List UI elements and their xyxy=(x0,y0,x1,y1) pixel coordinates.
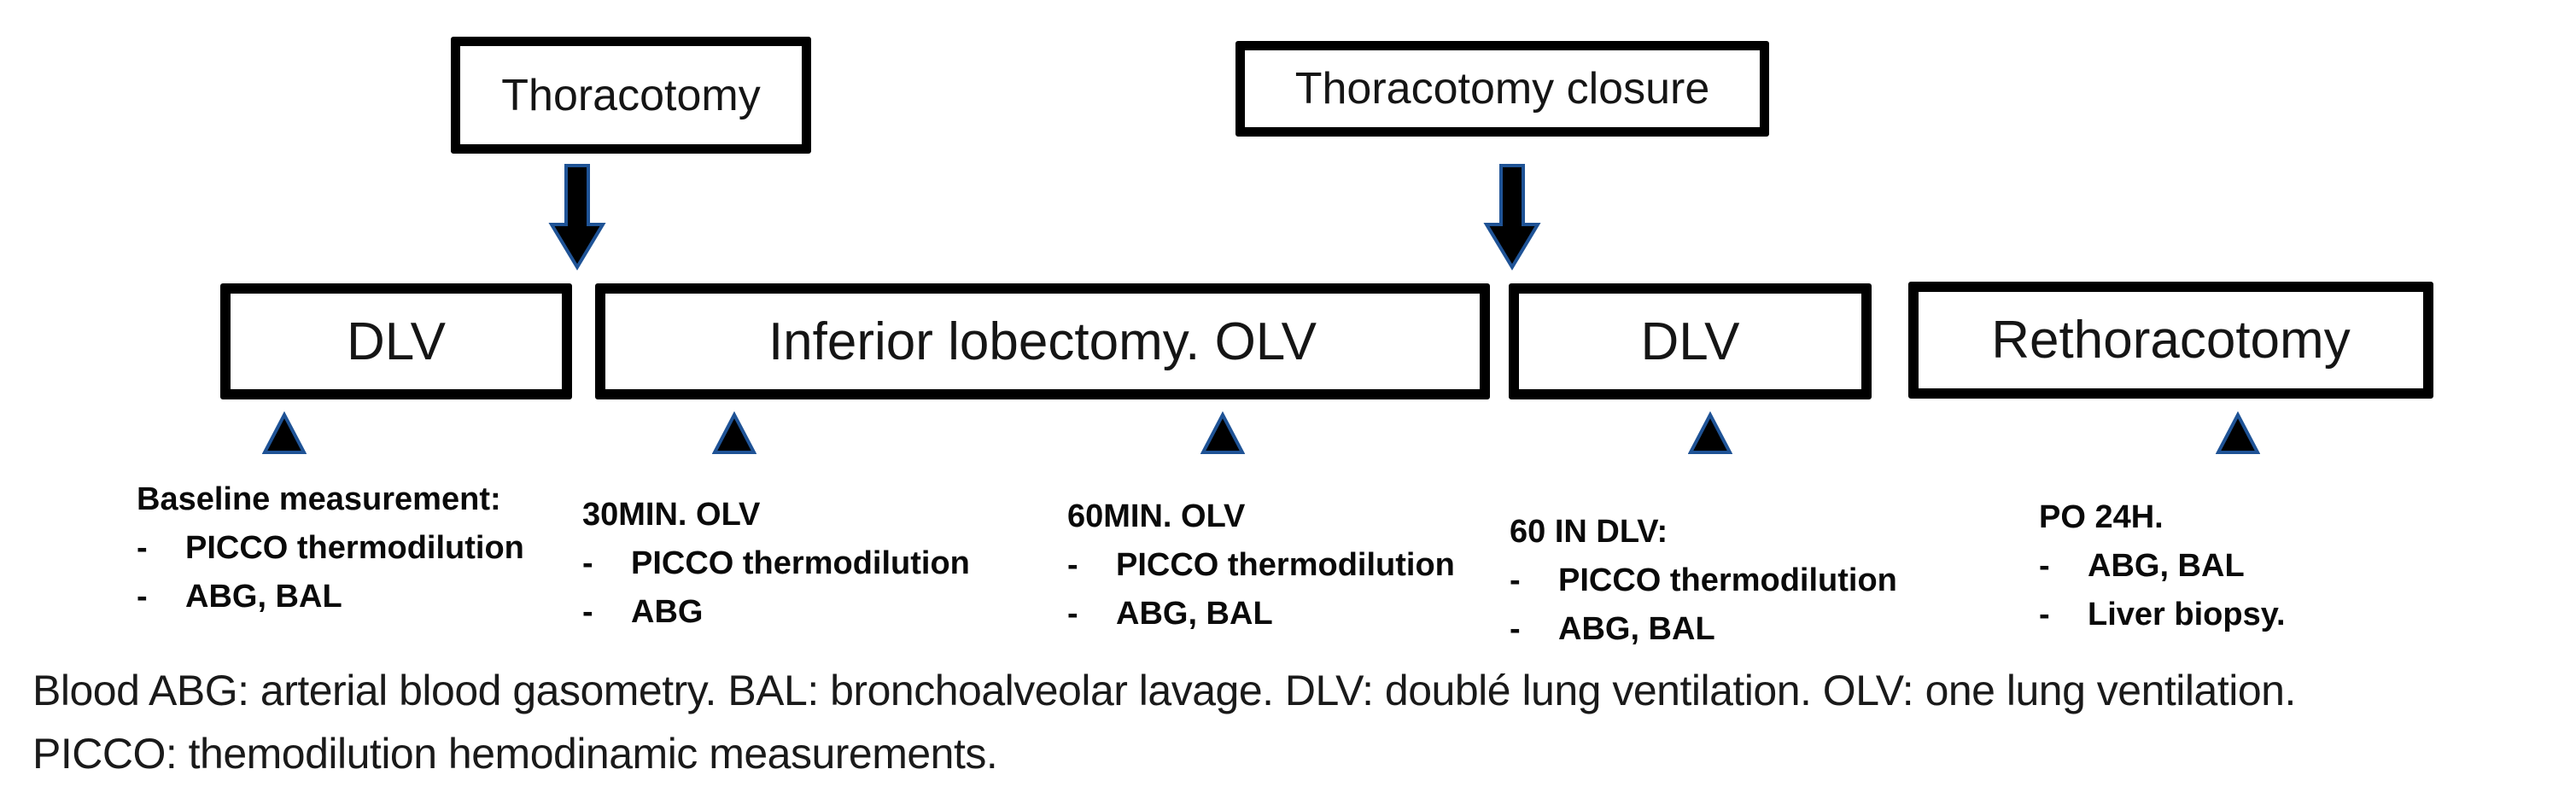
bullet-dash: - xyxy=(2039,597,2050,632)
note-item-text: Liver biopsy. xyxy=(2088,597,2286,632)
note-item-text: PICCO thermodilution xyxy=(1116,547,1455,583)
bullet-dash: - xyxy=(1067,596,1078,632)
note-item: - PICCO thermodilution xyxy=(137,524,524,573)
note-60min-olv: 60MIN. OLV - PICCO thermodilution - ABG,… xyxy=(1067,492,1455,638)
note-item: - Liver biopsy. xyxy=(2039,591,2286,639)
note-item-text: ABG, BAL xyxy=(2088,548,2245,584)
inferior-lobectomy-label: Inferior lobectomy. OLV xyxy=(768,312,1317,371)
note-item: - ABG, BAL xyxy=(1510,605,1897,654)
note-item-text: PICCO thermodilution xyxy=(1558,562,1897,598)
note-item: - PICCO thermodilution xyxy=(1067,541,1455,590)
pointer-triangle-icon xyxy=(262,411,307,454)
caption-line-1: Blood ABG: arterial blood gasometry. BAL… xyxy=(32,667,2296,714)
thoracotomy-closure-box: Thoracotomy closure xyxy=(1235,41,1769,137)
note-heading: PO 24H. xyxy=(2039,499,2164,535)
rethoracotomy-label: Rethoracotomy xyxy=(1991,311,2351,370)
note-60-in-dlv: 60 IN DLV: - PICCO thermodilution - ABG,… xyxy=(1510,508,1897,654)
inferior-lobectomy-box: Inferior lobectomy. OLV xyxy=(595,283,1490,399)
bullet-dash: - xyxy=(137,579,148,615)
note-item: - PICCO thermodilution xyxy=(1510,557,1897,605)
note-item: - PICCO thermodilution xyxy=(582,539,970,588)
bullet-dash: - xyxy=(1510,611,1521,647)
bullet-dash: - xyxy=(1067,547,1078,583)
bullet-dash: - xyxy=(582,545,593,581)
note-item: - ABG, BAL xyxy=(2039,542,2286,591)
pointer-triangle-icon xyxy=(712,411,756,454)
note-item-text: ABG xyxy=(631,594,704,630)
thoracotomy-box: Thoracotomy xyxy=(451,37,811,154)
bullet-dash: - xyxy=(137,530,148,566)
rethoracotomy-box: Rethoracotomy xyxy=(1908,282,2433,399)
dlv-second-label: DLV xyxy=(1640,312,1740,371)
bullet-dash: - xyxy=(1510,562,1521,598)
note-heading: Baseline measurement: xyxy=(137,481,501,517)
down-arrow-icon xyxy=(548,164,606,271)
note-30min-olv: 30MIN. OLV - PICCO thermodilution - ABG xyxy=(582,491,970,637)
note-item-text: ABG, BAL xyxy=(1116,596,1273,632)
bullet-dash: - xyxy=(582,594,593,630)
abbreviation-caption: Blood ABG: arterial blood gasometry. BAL… xyxy=(32,659,2296,785)
note-item-text: ABG, BAL xyxy=(185,579,342,615)
note-item: - ABG, BAL xyxy=(1067,590,1455,638)
pointer-triangle-icon xyxy=(1200,411,1245,454)
note-heading: 60 IN DLV: xyxy=(1510,514,1668,550)
note-item: - ABG, BAL xyxy=(137,573,524,621)
thoracotomy-closure-label: Thoracotomy closure xyxy=(1294,64,1710,114)
caption-line-2: PICCO: themodilution hemodinamic measure… xyxy=(32,730,998,778)
down-arrow-icon xyxy=(1483,164,1541,271)
note-po-24h: PO 24H. - ABG, BAL - Liver biopsy. xyxy=(2039,493,2286,639)
pointer-triangle-icon xyxy=(1688,411,1732,454)
bullet-dash: - xyxy=(2039,548,2050,584)
pointer-triangle-icon xyxy=(2216,411,2260,454)
thoracotomy-label: Thoracotomy xyxy=(501,70,761,120)
note-baseline: Baseline measurement: - PICCO thermodilu… xyxy=(137,475,524,621)
dlv-first-box: DLV xyxy=(220,283,572,399)
dlv-second-box: DLV xyxy=(1509,283,1872,399)
dlv-first-label: DLV xyxy=(346,312,446,371)
note-item: - ABG xyxy=(582,588,970,637)
note-heading: 30MIN. OLV xyxy=(582,497,761,533)
note-heading: 60MIN. OLV xyxy=(1067,498,1246,534)
note-item-text: ABG, BAL xyxy=(1558,611,1715,647)
note-item-text: PICCO thermodilution xyxy=(185,530,524,566)
note-item-text: PICCO thermodilution xyxy=(631,545,970,581)
